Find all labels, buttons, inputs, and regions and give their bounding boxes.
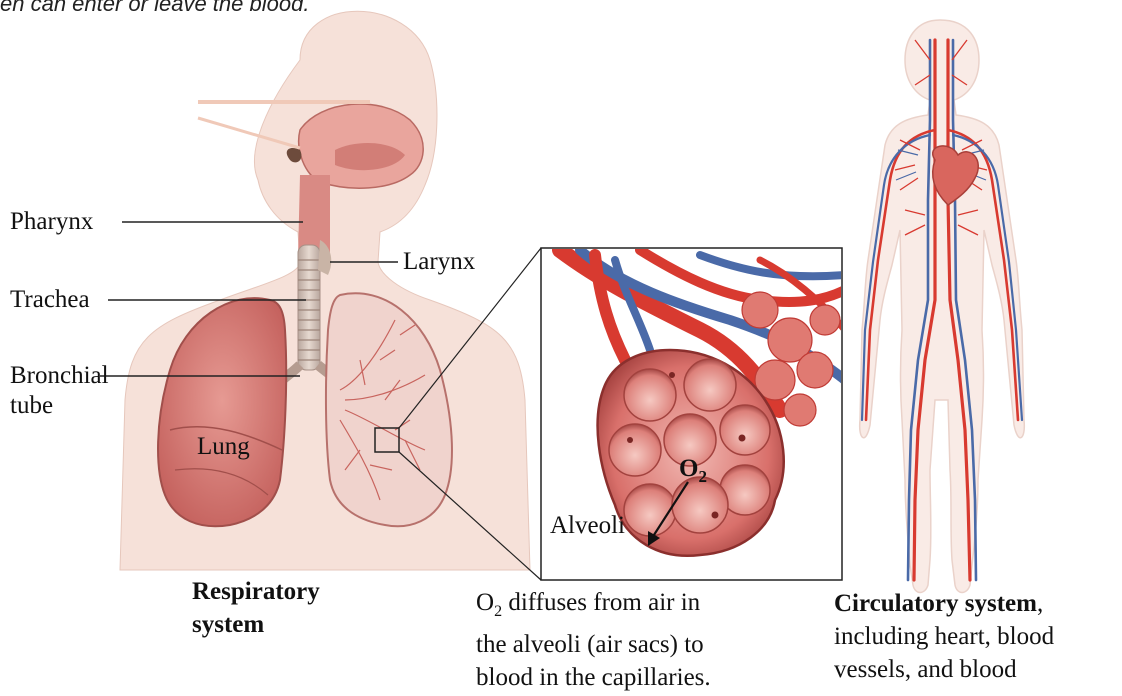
label-trachea: Trachea	[10, 286, 90, 314]
label-pharynx: Pharynx	[10, 208, 93, 236]
label-tube: tube	[10, 392, 53, 420]
caption-circulatory: Circulatory system, including heart, blo…	[834, 587, 1054, 686]
label-bronchial: Bronchial	[10, 362, 109, 390]
caption-alveoli: O2 diffuses from air in the alveoli (air…	[476, 586, 711, 694]
caption-respiratory: Respiratory system	[192, 575, 320, 641]
label-o2: O2	[679, 455, 707, 491]
label-larynx: Larynx	[403, 248, 475, 276]
label-alveoli: Alveoli	[550, 512, 625, 540]
circulatory-figure	[860, 20, 1025, 593]
label-lung: Lung	[197, 433, 250, 461]
